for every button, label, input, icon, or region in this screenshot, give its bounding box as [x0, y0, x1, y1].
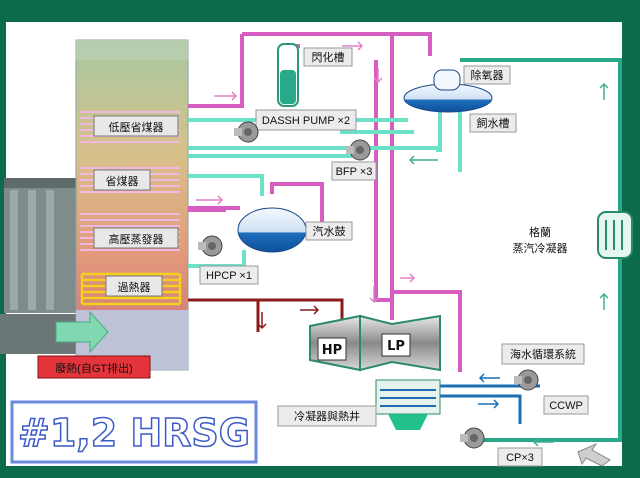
svg-text:省煤器: 省煤器 [106, 175, 139, 188]
seawater-arrow-icons [478, 373, 500, 409]
hp-turbine-label: HP [322, 343, 342, 358]
svg-text:高壓蒸發器: 高壓蒸發器 [109, 232, 164, 246]
hot-steam-piping [188, 298, 344, 332]
deaerator [403, 69, 493, 113]
lp-turbine: LP [359, 314, 441, 372]
flash-tank-label-box [303, 47, 353, 67]
grid-condenser [597, 211, 633, 259]
next-arrow-icon[interactable] [577, 442, 611, 467]
svg-text:廢熱(自GT排出): 廢熱(自GT排出) [55, 361, 133, 375]
condenser [375, 379, 441, 430]
hp-turbine: HP [309, 314, 361, 372]
seawater-label-box [501, 343, 585, 365]
pump-cp-icon [460, 427, 485, 449]
steam-drum [237, 207, 307, 253]
hpcp-label-box [199, 265, 259, 285]
hpcp-label: HPCP ×1 [206, 270, 252, 282]
hot-steam-arrow-icons [257, 305, 320, 330]
title-box: #1,2 HRSG [10, 400, 258, 464]
svg-text:過熱器: 過熱器 [118, 281, 151, 294]
page-title: #1,2 HRSG [18, 411, 250, 455]
deaerator-label: 除氧器 [471, 68, 504, 82]
steam-piping [188, 32, 462, 372]
lp-turbine-label: LP [387, 339, 405, 354]
label-hp-evaporator: 高壓蒸發器 [93, 227, 179, 249]
dassh-pump-label: DASSH PUMP ×2 [262, 115, 350, 127]
label-superheater: 過熱器 [105, 275, 163, 297]
dassh-pump-label-box [255, 109, 357, 131]
cp-label-box [497, 447, 543, 467]
condenser-label: 冷凝器與熱井 [294, 409, 360, 423]
pump-bfp-icon [346, 139, 371, 161]
drum-label-box [305, 221, 353, 241]
flash-tank-label: 閃化槽 [312, 50, 345, 64]
exhaust-label: 廢熱(自GT排出) [37, 355, 151, 379]
label-economizer: 省煤器 [93, 169, 151, 191]
exhaust-arrow-icon [55, 310, 109, 354]
grid-condenser-label-line1: 格蘭 [529, 225, 551, 239]
drum-label: 汽水鼓 [313, 224, 346, 238]
pump-dassh-icon [234, 121, 259, 143]
feed-arrow-icons [408, 82, 609, 447]
feed-tank-label: 飼水槽 [477, 116, 510, 130]
ccwp-label: CCWP [549, 400, 583, 412]
bfp-label: BFP ×3 [336, 166, 373, 178]
cp-label: CP×3 [506, 452, 534, 464]
pump-ccwp-icon [514, 369, 539, 391]
seawater-label: 海水循環系統 [510, 347, 576, 361]
pump-hpcp-icon [198, 235, 223, 257]
feed-tank-label-box [469, 113, 517, 133]
condenser-label-box [277, 405, 377, 427]
flash-tank [277, 43, 299, 107]
grid-condenser-label-line2: 蒸汽冷凝器 [513, 241, 568, 255]
label-lp-economizer: 低壓省煤器 [93, 115, 179, 137]
ccwp-label-box [543, 395, 589, 415]
deaerator-label-box [463, 65, 511, 85]
bfp-label-box [331, 161, 377, 181]
svg-text:低壓省煤器: 低壓省煤器 [109, 121, 164, 134]
